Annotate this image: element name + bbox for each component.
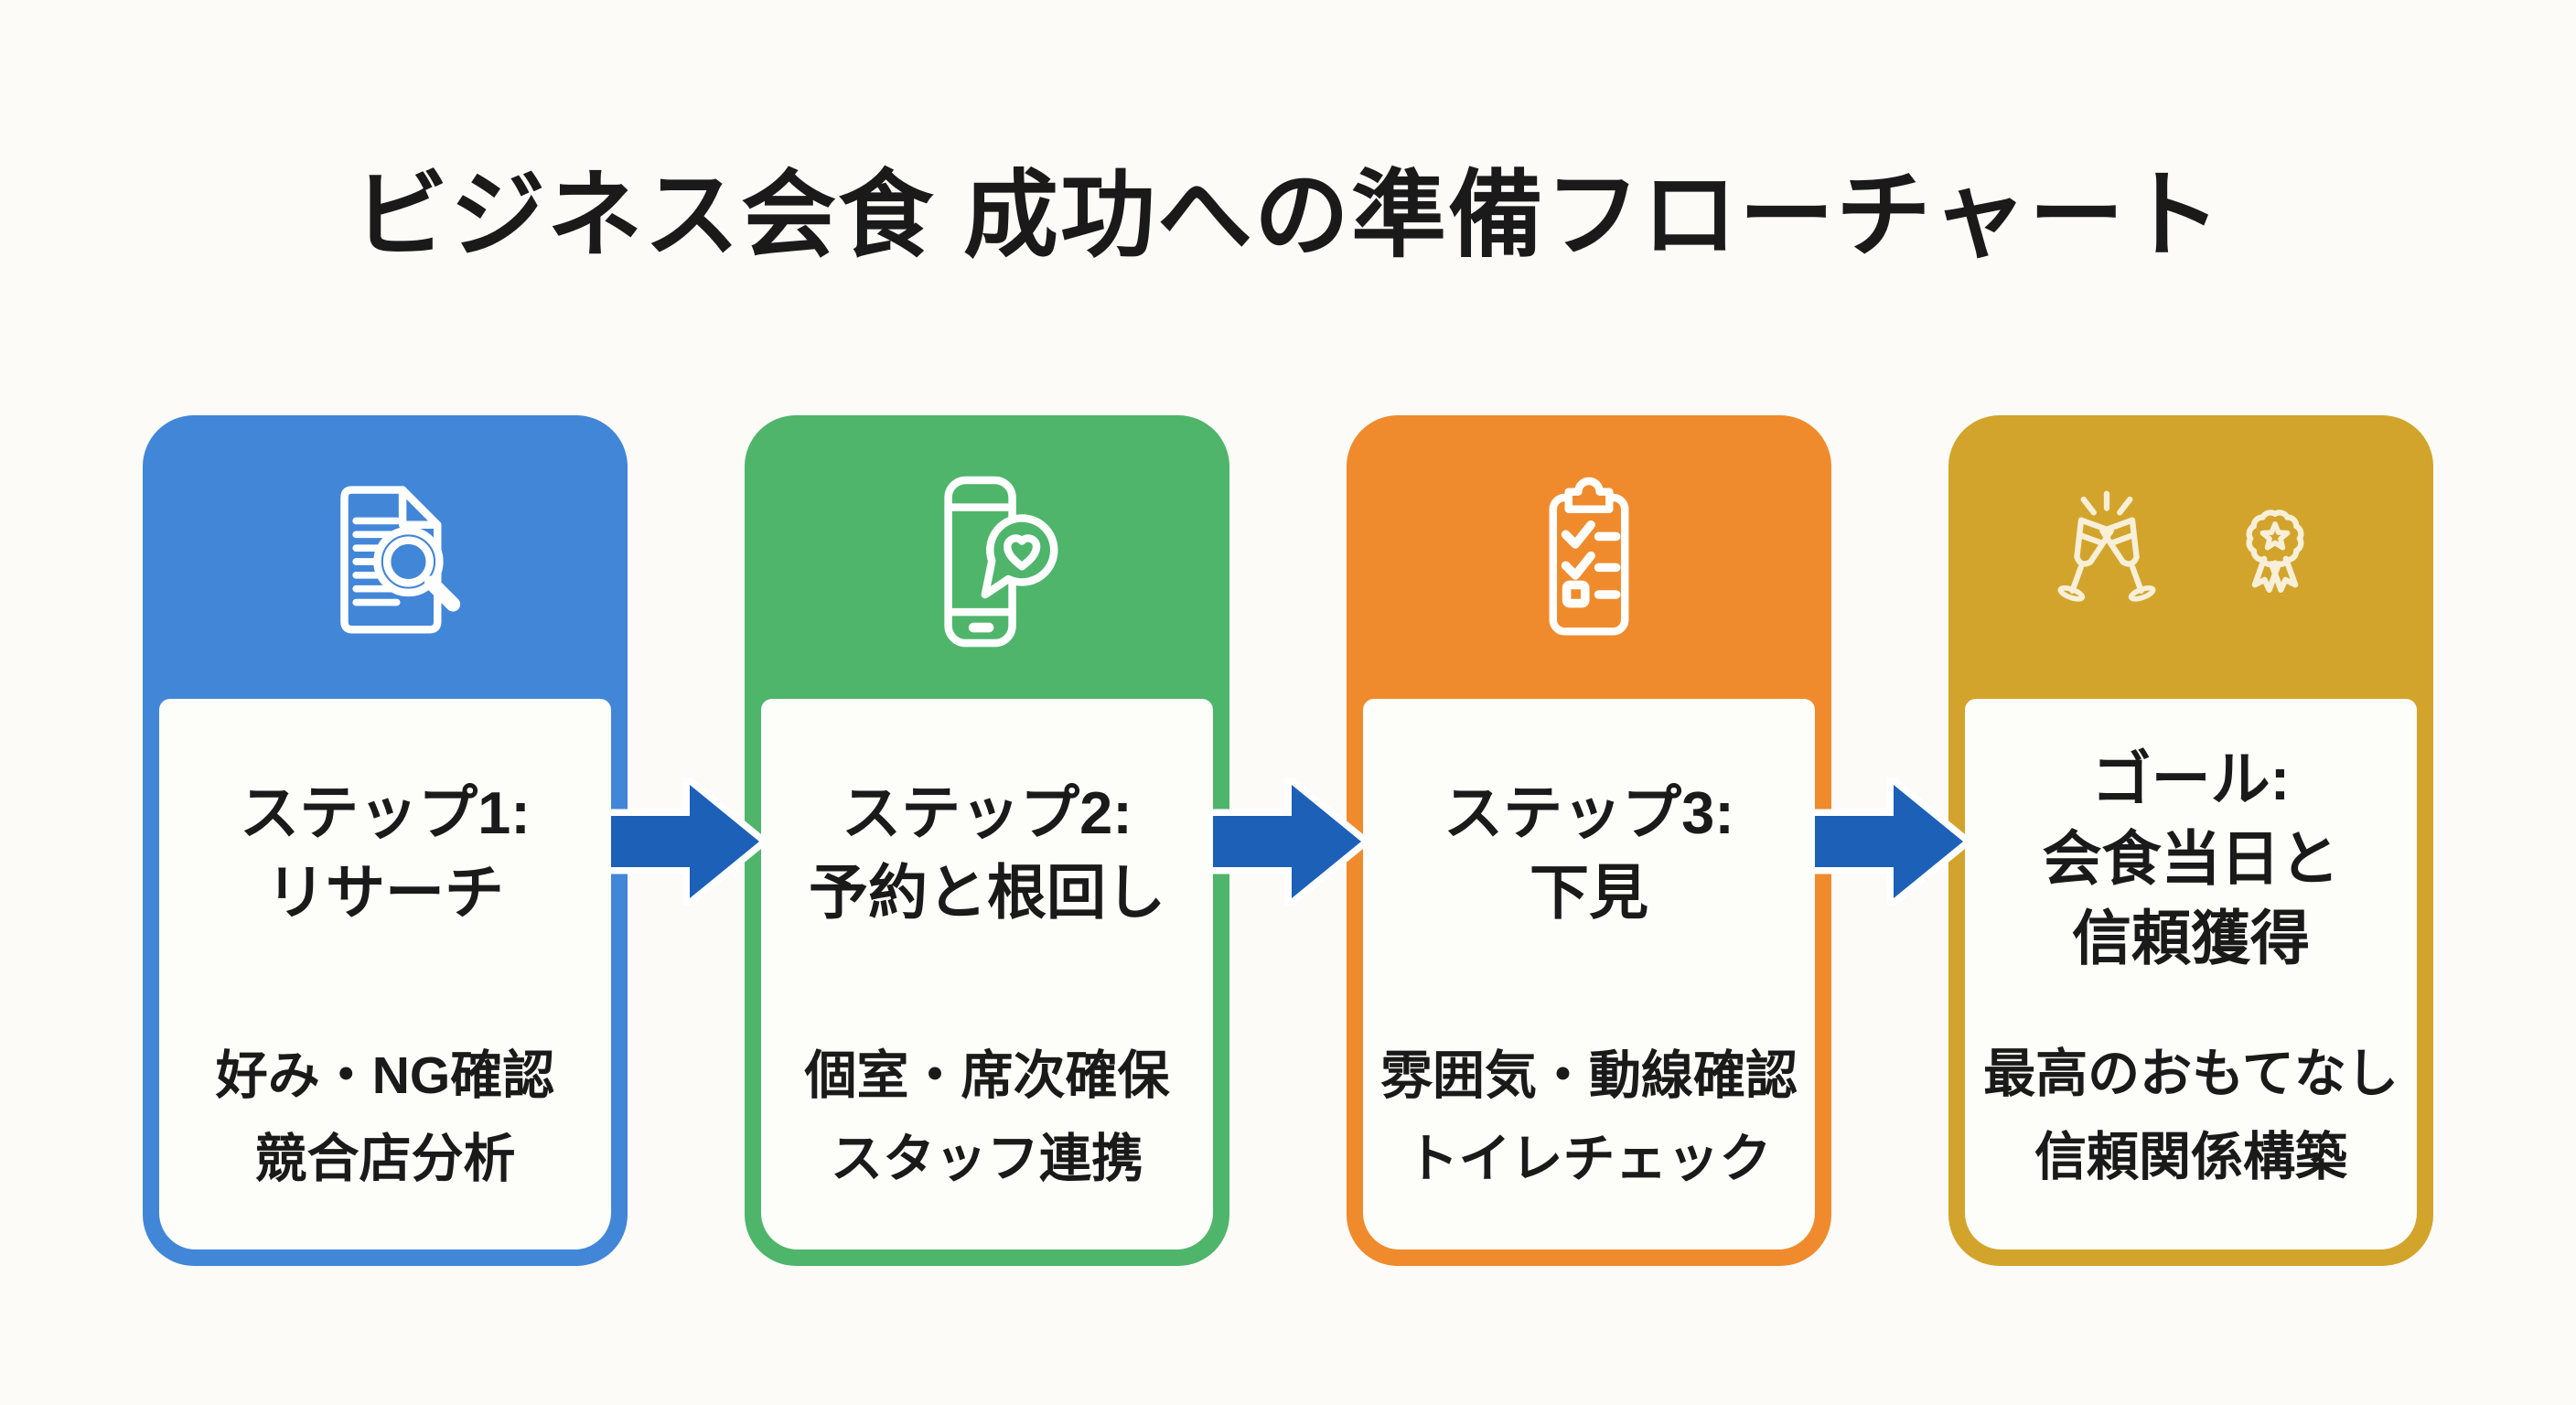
step-3-panel: ステップ3: 下見 雰囲気・動線確認 トイレチェック [1363,699,1815,1249]
step-2-panel: ステップ2: 予約と根回し 個室・席次確保 スタッフ連携 [761,699,1213,1249]
step-title-line: ステップ3: [1444,779,1734,846]
page-title: ビジネス会食 成功への準備フローチャート [353,163,2223,269]
goal-card: ゴール: 会食当日と 信頼獲得 最高のおもてなし 信頼関係構築 [1948,415,2433,1266]
step-2-icon-header [745,415,1229,699]
step-3-icon-header [1347,415,1831,699]
step-1-panel: ステップ1: リサーチ 好み・NG確認 競合店分析 [159,699,611,1249]
goal-panel: ゴール: 会食当日と 信頼獲得 最高のおもてなし 信頼関係構築 [1965,699,2417,1249]
toast-glasses-icon [2057,490,2156,602]
step-title-line: 下見 [1529,859,1648,927]
step-detail-line: 個室・席次確保 [804,1046,1170,1106]
step-2-details: 個室・席次確保 スタッフ連携 [761,1035,1213,1201]
step-detail-line: 好み・NG確認 [215,1046,555,1106]
step-2-title: ステップ2: 予約と根回し [761,773,1213,932]
step-1-card: ステップ1: リサーチ 好み・NG確認 競合店分析 [143,415,628,1266]
step-detail-line: 信頼関係構築 [2034,1128,2347,1187]
step-title-line: ステップ1: [240,779,531,846]
step-detail-line: 最高のおもてなし [1983,1045,2399,1104]
step-detail-line: トイレチェック [1406,1130,1772,1189]
clipboard-checklist-icon [1549,477,1629,636]
flow-arrow-icon [607,778,765,906]
step-3-details: 雰囲気・動線確認 トイレチェック [1363,1035,1815,1201]
step-title-line: 予約と根回し [808,859,1165,927]
step-1-icon-header [143,415,628,699]
step-title-line: ゴール: [2091,745,2291,812]
step-title-line: リサーチ [265,859,504,927]
flow-arrow-icon [1811,778,1969,906]
goal-title: ゴール: 会食当日と 信頼獲得 [1965,739,2417,978]
award-ribbon-icon [2246,509,2304,593]
step-3-title: ステップ3: 下見 [1363,773,1815,932]
step-detail-line: スタッフ連携 [831,1130,1143,1189]
step-3-card: ステップ3: 下見 雰囲気・動線確認 トイレチェック [1347,415,1831,1266]
document-search-icon [340,486,461,634]
step-1-details: 好み・NG確認 競合店分析 [159,1035,611,1201]
step-2-card: ステップ2: 予約と根回し 個室・席次確保 スタッフ連携 [745,415,1229,1266]
step-title-line: ステップ2: [842,779,1132,846]
flow-arrow-icon [1209,778,1367,906]
step-detail-line: 競合店分析 [254,1130,516,1189]
smartphone-chat-heart-icon [944,476,1058,648]
step-detail-line: 雰囲気・動線確認 [1380,1046,1798,1106]
step-1-title: ステップ1: リサーチ [159,773,611,932]
goal-icon-header [1948,415,2433,699]
steps-row: ステップ1: リサーチ 好み・NG確認 競合店分析 [0,415,2576,1266]
step-title-line: 信頼獲得 [2071,905,2310,972]
goal-details: 最高のおもてなし 信頼関係構築 [1965,1033,2417,1199]
step-title-line: 会食当日と [2042,825,2340,893]
